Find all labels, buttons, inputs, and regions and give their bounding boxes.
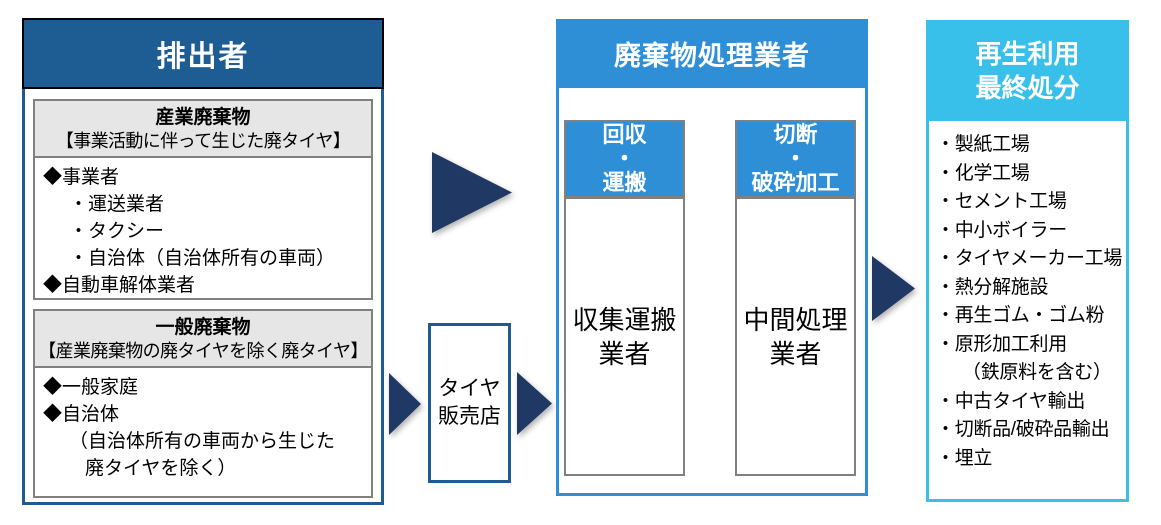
industrial-waste-section-header: 産業廃棄物 【事業活動に伴って生じた廃タイヤ】 [35, 101, 371, 158]
list-item: ・製紙工場 [936, 134, 1030, 155]
recycling-final-disposal-title-label: 再生利用 最終処分 [975, 38, 1080, 103]
list-item: ・切断品/破砕品輸出 [936, 419, 1110, 440]
recycling-final-disposal-title: 再生利用 最終処分 [926, 20, 1129, 121]
list-item: ・中小ボイラー [936, 219, 1067, 241]
intermediate-processor-label: 中間処理 業者 [743, 304, 848, 369]
tire-shop-box: タイヤ 販売店 [428, 323, 511, 483]
list-item: ◆事業者 [43, 167, 120, 188]
general-waste-list: ◆一般家庭 ◆自治体 （自治体所有の車両から生じた 廃タイヤを除く） [35, 368, 371, 482]
industrial-waste-list: ◆事業者 ・運送業者 ・タクシー ・自治体（自治体所有の車両） ◆自動車解体業者 [35, 158, 371, 299]
industrial-waste-subheading: 【事業活動に伴って生じた廃タイヤ】 [55, 131, 351, 151]
general-waste-section: 一般廃棄物 【産業廃棄物の廃タイヤを除く廃タイヤ】 ◆一般家庭 ◆自治体 （自治… [33, 309, 373, 498]
collection-transport-operator-label: 収集運搬 業者 [572, 304, 677, 369]
list-item: ・運送業者 [69, 194, 165, 215]
processor-to-recycling-arrow-icon [872, 256, 915, 321]
emitters-panel-title-label: 排出者 [156, 40, 250, 73]
list-item: ・自治体（自治体所有の車両） [69, 248, 336, 269]
list-item: ・再生ゴム・ゴム粉 [936, 305, 1105, 326]
industrial-waste-heading: 産業廃棄物 [155, 107, 251, 128]
general-waste-heading: 一般廃棄物 [155, 317, 251, 338]
list-item: （鉄原料を含む） [962, 362, 1112, 383]
emitters-panel-title: 排出者 [22, 18, 384, 89]
list-item: ・タクシー [69, 221, 165, 242]
waste-processors-panel-title: 廃棄物処理業者 [556, 19, 868, 88]
list-item: ◆一般家庭 [43, 377, 139, 398]
tire-shop-label: タイヤ 販売店 [438, 377, 501, 428]
list-item: ・熱分解施設 [936, 276, 1049, 298]
collection-transport-operator-box: 収集運搬 業者 [564, 197, 685, 476]
cutting-crushing-header-label: 切断 ・ 破砕加工 [751, 122, 840, 195]
waste-processors-title-label: 廃棄物処理業者 [614, 41, 810, 71]
list-item: ◆自動車解体業者 [43, 275, 196, 296]
general-waste-section-header: 一般廃棄物 【産業廃棄物の廃タイヤを除く廃タイヤ】 [35, 311, 371, 368]
list-item: ・化学工場 [936, 162, 1030, 184]
cutting-crushing-header: 切断 ・ 破砕加工 [735, 120, 856, 198]
list-item: ・中古タイヤ輸出 [936, 390, 1086, 412]
industrial-waste-section: 産業廃棄物 【事業活動に伴って生じた廃タイヤ】 ◆事業者 ・運送業者 ・タクシー… [33, 99, 373, 300]
list-item: ◆自治体 [43, 404, 120, 425]
tire-shop-to-processor-arrow-icon [517, 372, 552, 435]
list-item: ・タイヤメーカー工場 [936, 248, 1123, 269]
list-item: （自治体所有の車両から生じた [69, 431, 336, 452]
main-flow-arrow-icon [432, 152, 512, 233]
collection-transport-header: 回収 ・ 運搬 [564, 120, 685, 198]
to-tire-shop-arrow-icon [389, 373, 421, 435]
recycling-destinations-list: ・製紙工場 ・化学工場 ・セメント工場 ・中小ボイラー ・タイヤメーカー工場 ・… [936, 131, 1126, 473]
general-waste-subheading: 【産業廃棄物の廃タイヤを除く廃タイヤ】 [38, 341, 368, 361]
list-item: ・セメント工場 [936, 191, 1067, 212]
list-item: ・埋立 [936, 447, 993, 469]
list-item: ・原形加工利用 [936, 333, 1067, 355]
list-item: 廃タイヤを除く） [85, 458, 237, 479]
collection-transport-header-label: 回収 ・ 運搬 [602, 122, 647, 195]
intermediate-processor-box: 中間処理 業者 [735, 197, 856, 476]
